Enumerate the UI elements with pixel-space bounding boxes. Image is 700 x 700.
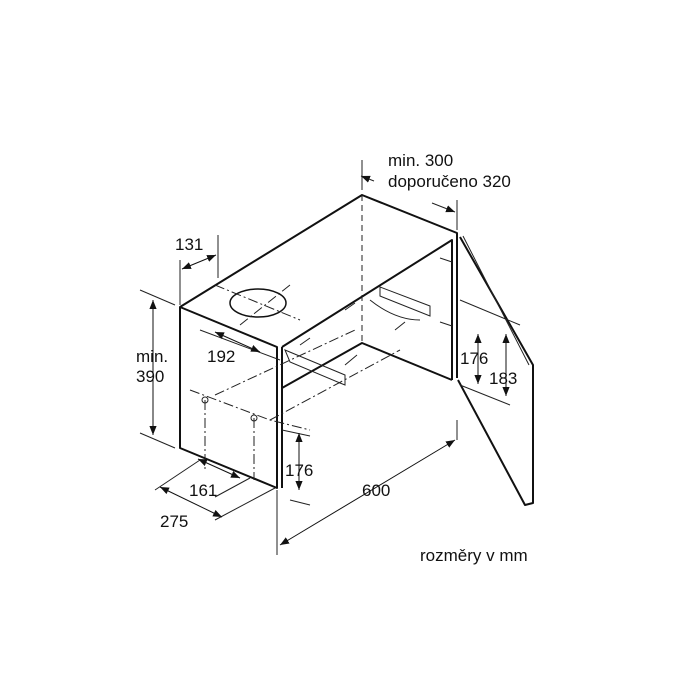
dim-height-min-value: 390: [136, 367, 164, 386]
cabinet-outline: [179, 194, 458, 489]
door-panel: [457, 236, 534, 506]
dim-door-hole-height: 176: [460, 349, 488, 368]
units-note: rozměry v mm: [420, 546, 528, 565]
dim-duct-offset: 192: [207, 347, 235, 366]
mounting-rails: [201, 257, 453, 422]
duct-hole: [229, 288, 287, 318]
dim-bottom-hole-offset: 161: [189, 481, 217, 500]
dim-door-height: 183: [489, 369, 517, 388]
dim-width: 600: [362, 481, 390, 500]
dim-top-depth: 131: [175, 235, 203, 254]
dim-height-min-label: min.: [136, 347, 168, 366]
dim-depth: 275: [160, 512, 188, 531]
dim-front-hole-height: 176: [285, 461, 313, 480]
dim-door-clearance-recommended: doporučeno 320: [388, 172, 511, 191]
dimension-lines: [149, 175, 510, 546]
dim-door-clearance-min: min. 300: [388, 151, 453, 170]
